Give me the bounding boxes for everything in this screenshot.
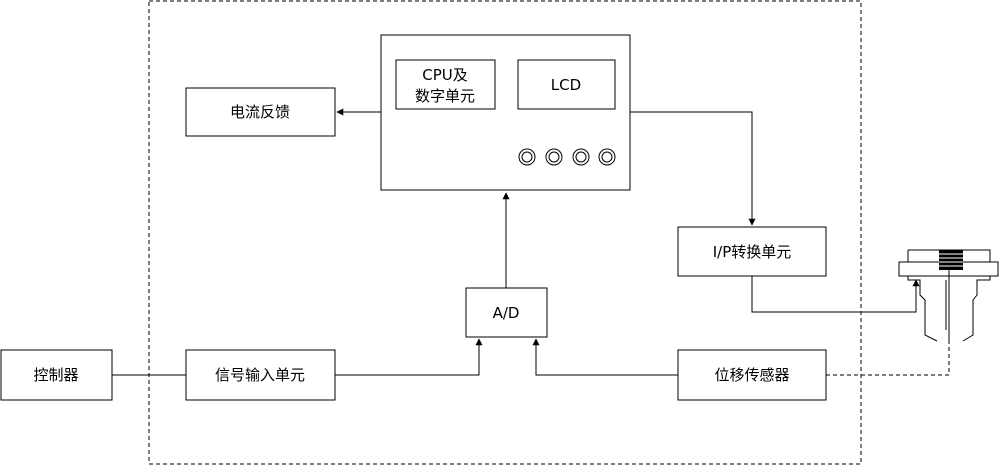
knob-icon	[598, 148, 616, 166]
knob-icon	[518, 148, 536, 166]
sensor-to-valve-dashed	[826, 342, 950, 376]
displacement-sensor-label: 位移传感器	[714, 366, 789, 384]
valve-actuator-icon	[898, 249, 999, 342]
main-to-ip-arrow	[630, 111, 756, 226]
signal-input-box	[185, 349, 336, 401]
controller-label: 控制器	[33, 366, 78, 384]
cpu-label-line2: 数字单元	[415, 87, 475, 105]
displacement-sensor-box	[677, 349, 827, 401]
knob-icon	[572, 148, 590, 166]
panel-knobs	[518, 148, 616, 166]
signal-input-label: 信号输入单元	[215, 366, 305, 384]
current-feedback-label: 电流反馈	[230, 103, 290, 121]
ip-to-valve-arrow	[751, 276, 920, 313]
ad-box	[465, 287, 548, 338]
cpu-label-line1: CPU及	[422, 66, 468, 84]
knob-icon	[545, 148, 563, 166]
lcd-box	[517, 59, 616, 110]
ad-label: A/D	[493, 304, 520, 322]
ip-converter-box	[677, 226, 827, 277]
cpu-box	[395, 59, 496, 110]
lcd-label: LCD	[551, 76, 581, 94]
current-feedback-box	[185, 87, 336, 137]
signal-to-ad-arrow	[335, 338, 483, 376]
ip-converter-label: I/P转换单元	[713, 243, 792, 261]
sensor-to-ad-arrow	[532, 338, 678, 376]
main-unit-box	[380, 34, 631, 191]
controller-box	[0, 349, 113, 401]
